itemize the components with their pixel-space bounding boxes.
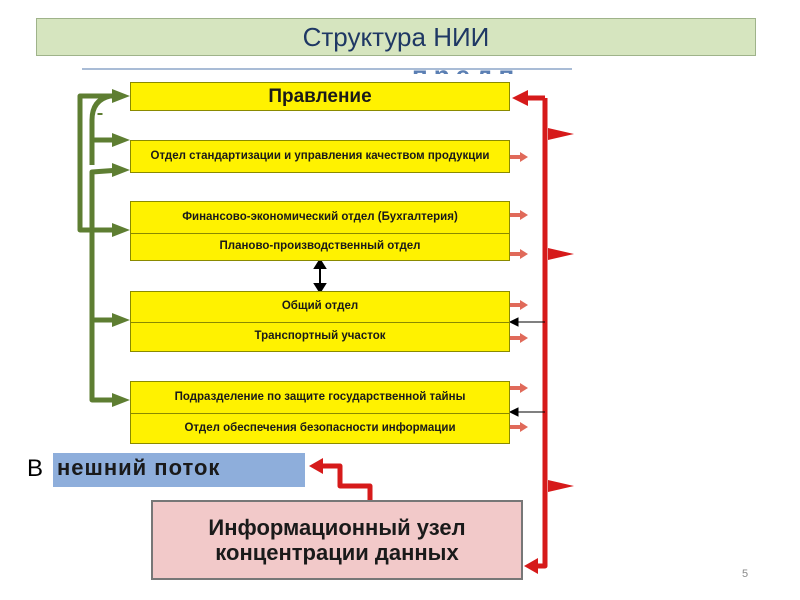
red-tab-2 (548, 248, 574, 260)
external-flow-label: нешний поток (57, 455, 221, 480)
red-arrowhead-board (512, 90, 528, 106)
green-arrowhead-2 (112, 133, 130, 147)
green-arrowhead-5 (112, 313, 130, 327)
exchange-arrow-finance (494, 210, 528, 220)
finance-dept-box: Финансово-экономический отдел (Бухгалтер… (130, 201, 510, 234)
red-ext-link (320, 463, 373, 500)
red-tab-3 (548, 480, 574, 492)
green-arrowheads (112, 89, 130, 407)
green-bracket-outer (77, 93, 120, 233)
green-bracket-main (89, 167, 121, 403)
transport-section-label: Транспортный участок (254, 330, 386, 343)
exchange-arrow-transport (494, 333, 528, 343)
vertical-double-arrow (313, 258, 327, 294)
red-arrowheads (309, 90, 574, 574)
board-box: Правление (130, 82, 510, 111)
header-divider (82, 68, 572, 70)
exchange-arrow-secrecy (494, 383, 528, 393)
red-flow (320, 95, 548, 569)
board-label: Правление (268, 85, 372, 107)
secrecy-unit-box: Подразделение по защите государственной … (130, 381, 510, 414)
green-arrowhead-4 (112, 223, 130, 237)
exchange-arrow-planning (494, 249, 528, 259)
info-node-box: Информационный узел концентрации данных (151, 500, 523, 580)
exchange-arrows (494, 152, 528, 432)
planning-dept-label: Планово-производственный отдел (219, 240, 421, 253)
green-arrowhead-3 (112, 163, 130, 177)
green-bracket-left (89, 93, 111, 165)
infosec-dept-box: Отдел обеспечения безопасности информаци… (130, 413, 510, 444)
transport-section-box: Транспортный участок (130, 322, 510, 352)
black-thin-arrows (508, 317, 545, 417)
green-arrowhead-6 (112, 393, 130, 407)
red-arrowhead-ext (309, 458, 323, 474)
exchange-arrow-infosec (494, 422, 528, 432)
planning-dept-box: Планово-производственный отдел (130, 233, 510, 261)
slide-title: Структура НИИ (302, 21, 490, 52)
info-node-label: Информационный узел концентрации данных (208, 514, 466, 565)
cropped-heading: предп (412, 54, 572, 74)
cropped-heading-text: предп (412, 60, 520, 74)
exchange-arrow-general (494, 300, 528, 310)
red-arrowhead-node (524, 558, 538, 574)
general-dept-box: Общий отдел (130, 291, 510, 323)
red-tab-1 (548, 128, 574, 140)
external-flow-initial: В (27, 455, 44, 482)
infosec-dept-label: Отдел обеспечения безопасности информаци… (184, 421, 456, 434)
slide-title-bar: Структура НИИ (36, 18, 756, 56)
exchange-arrow-standards (494, 152, 528, 162)
general-dept-label: Общий отдел (281, 300, 359, 313)
secrecy-unit-label: Подразделение по защите государственной … (174, 390, 466, 403)
standards-dept-box: Отдел стандартизации и управления качест… (130, 140, 510, 173)
green-arrowhead-1 (112, 89, 130, 103)
standards-dept-label: Отдел стандартизации и управления качест… (150, 149, 490, 162)
page-number: 5 (742, 568, 749, 580)
finance-dept-label: Финансово-экономический отдел (Бухгалтер… (182, 210, 458, 223)
green-connectors (77, 93, 121, 403)
external-flow-banner (53, 453, 305, 487)
